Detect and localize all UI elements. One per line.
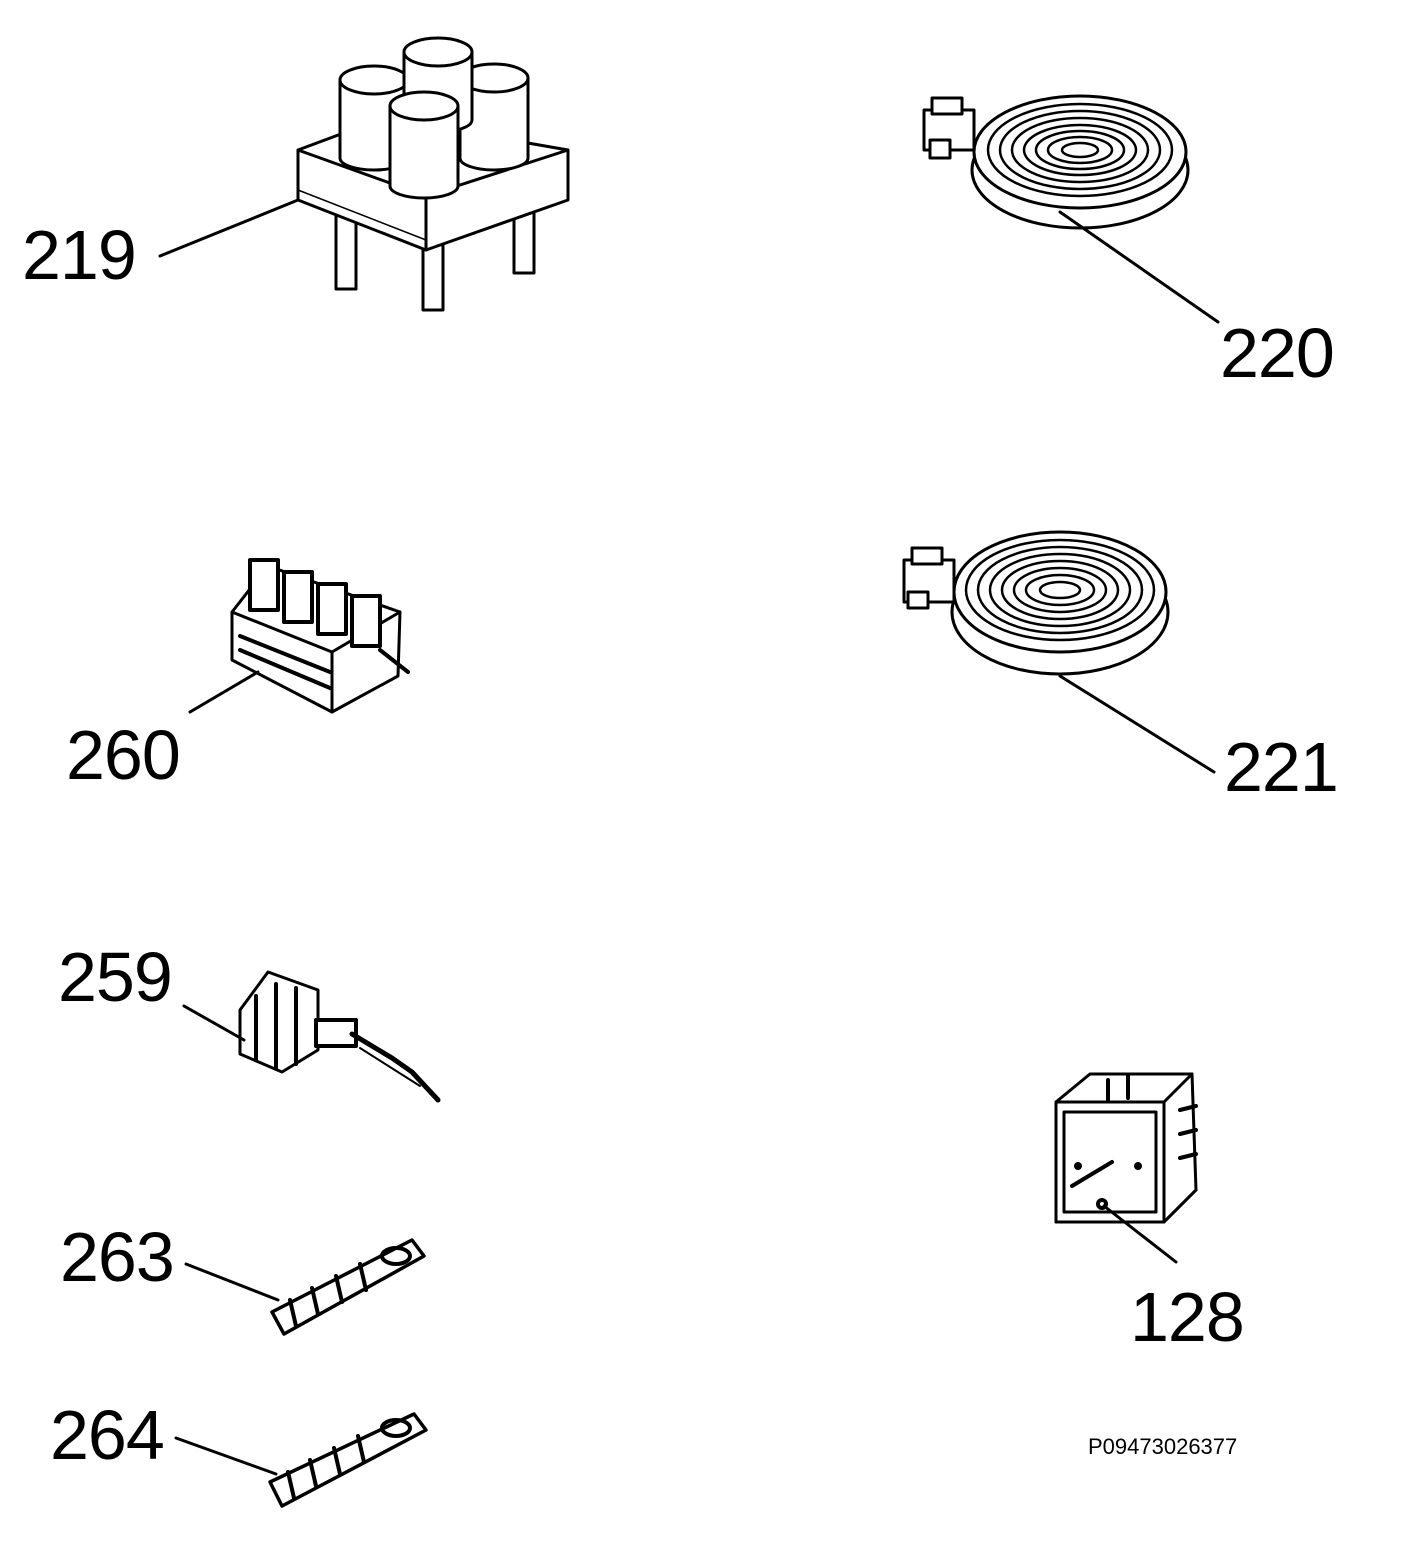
relay-block-icon <box>296 36 570 312</box>
callout-220: 220 <box>1220 314 1335 392</box>
drawing-code: P09473026377 <box>1088 1434 1238 1459</box>
hotplate-icon-221 <box>902 530 1170 676</box>
selector-switch-icon <box>238 970 441 1103</box>
callout-128: 128 <box>1130 1278 1245 1356</box>
leader-line-263 <box>184 1262 280 1302</box>
energy-regulator-icon <box>1054 1072 1198 1224</box>
terminal-icon-263 <box>270 1238 426 1336</box>
hotplate-icon-220 <box>922 94 1190 230</box>
leader-line-128 <box>1102 1204 1178 1264</box>
callout-264: 264 <box>50 1396 165 1474</box>
leader-line-219 <box>158 198 300 258</box>
leader-line-264 <box>174 1436 278 1476</box>
callout-219: 219 <box>22 216 137 294</box>
callout-221: 221 <box>1224 728 1339 806</box>
callout-263: 263 <box>60 1218 175 1296</box>
leader-line-220 <box>1058 210 1220 324</box>
terminal-icon-264 <box>268 1412 428 1508</box>
leader-line-260 <box>188 670 260 714</box>
callout-259: 259 <box>58 938 173 1016</box>
leader-line-221 <box>1058 674 1216 774</box>
switch-block-icon <box>230 558 410 714</box>
callout-260: 260 <box>66 716 181 794</box>
leader-line-259 <box>182 1004 246 1042</box>
